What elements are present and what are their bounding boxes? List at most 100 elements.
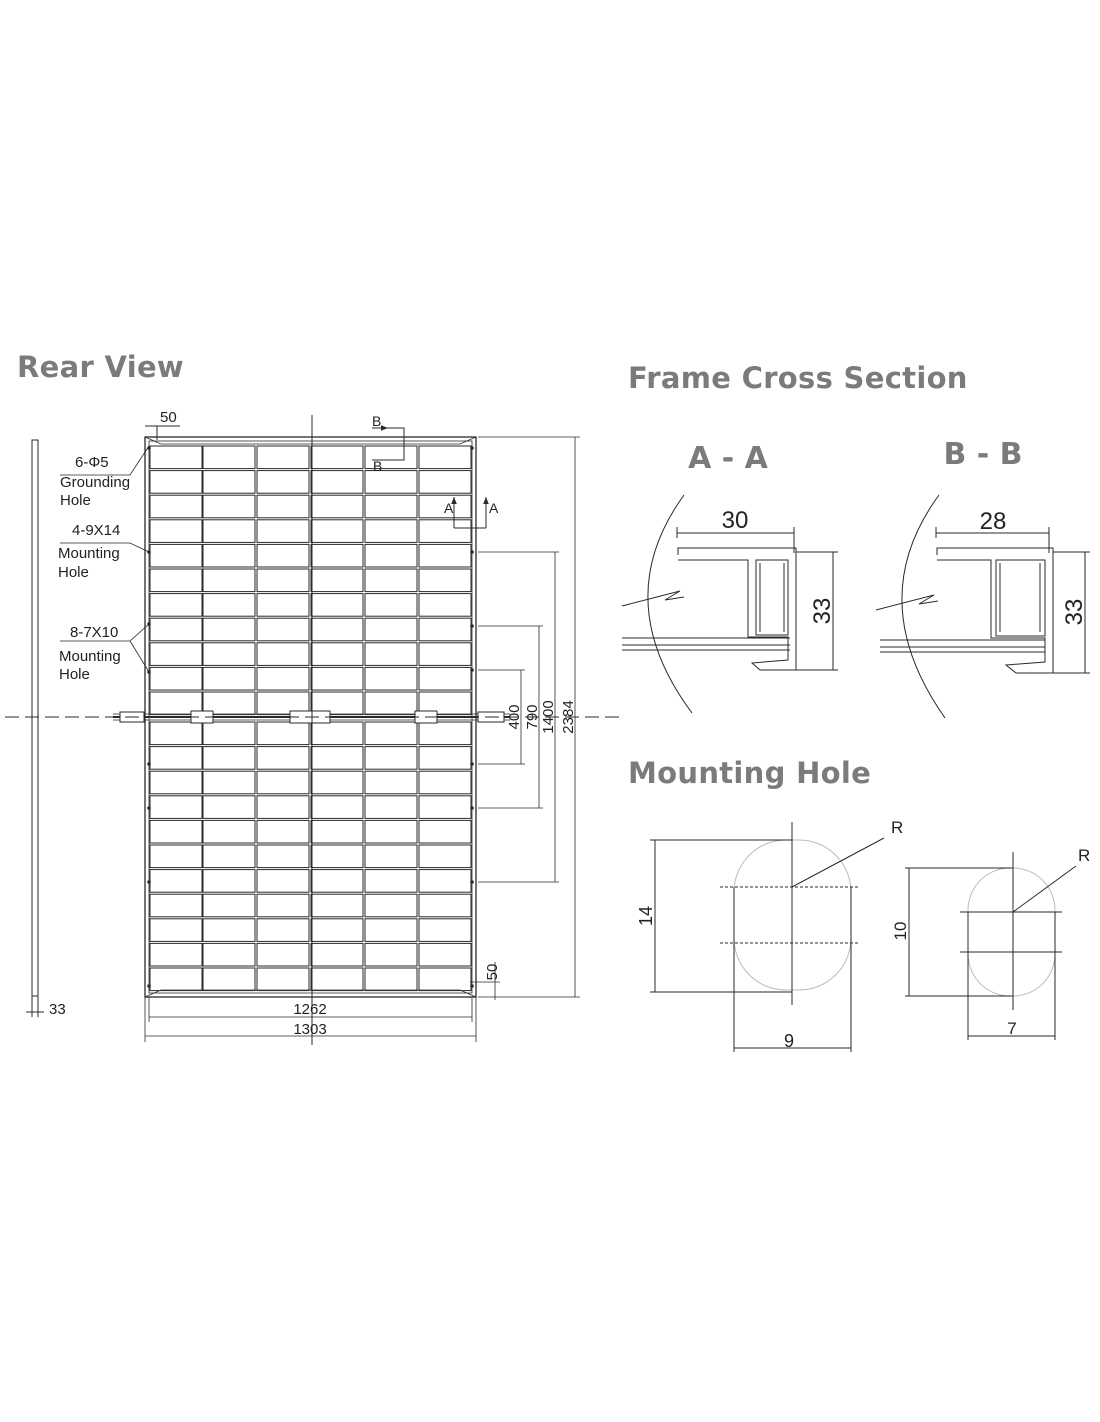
solar-cell [256,666,310,691]
solar-cell [310,869,364,893]
frame-hole [147,762,151,766]
solar-cell [418,666,472,691]
solar-cell [256,568,310,593]
outer-width-label: 1303 [293,1021,326,1038]
frame-section-aa: A - A 30 33 [621,441,838,714]
mounting-hole-b-spec: 8-7X10 [70,624,118,641]
frame-hole [470,880,474,884]
solar-cell [418,918,472,942]
solar-cell [202,819,256,844]
solar-cell [202,593,256,617]
top-offset-label: 50 [160,409,177,426]
bottom-offset-label: 50 [484,964,501,981]
solar-cell [256,819,310,844]
solar-cell [364,893,418,918]
solar-cell [149,445,203,470]
solar-cell [418,746,472,770]
grounding-hole-label-2: Hole [60,492,91,509]
hole-9x14-height: 14 [636,906,656,926]
frame-hole [147,984,151,988]
hole-7x10-height: 10 [891,922,910,941]
solar-cell [418,691,472,716]
solar-cell [149,519,203,543]
solar-cell [310,819,364,844]
solar-cell [256,893,310,918]
solar-cell [310,844,364,869]
solar-cell [364,942,418,967]
solar-cell [256,918,310,942]
solar-cell [364,691,418,716]
solar-cell [256,494,310,519]
solar-cell [149,568,203,593]
solar-cell [202,445,256,470]
solar-cell [202,967,256,992]
hole-9x14-width: 9 [784,1031,794,1051]
section-bb-title: B - B [943,437,1022,472]
width-dimensions [144,997,477,1042]
frame-hole [147,806,151,810]
solar-cell [364,819,418,844]
solar-cell [364,844,418,869]
mounting-hole-heading: Mounting Hole [628,756,872,790]
solar-cell [149,543,203,568]
section-aa-height: 33 [809,598,836,625]
solar-cell [202,470,256,494]
solar-cell [149,967,203,992]
solar-cell [310,893,364,918]
solar-cell [202,666,256,691]
solar-cell [202,519,256,543]
solar-cell [202,869,256,893]
solar-cell [418,770,472,795]
rear-view-labels: 50 33 6-Φ5 Grounding Hole 4-9X14 Mountin… [49,409,577,1038]
solar-cell [418,543,472,568]
frame-hole [470,668,474,672]
solar-cell [364,795,418,819]
frame-hole [470,446,474,450]
solar-cell [149,642,203,666]
mounting-hole-b-label-1: Mounting [59,648,121,665]
solar-cell [149,942,203,967]
solar-cell [202,543,256,568]
solar-cell [310,918,364,942]
solar-cell [149,770,203,795]
solar-cell [202,844,256,869]
solar-cell [418,494,472,519]
rear-view-heading: Rear View [17,350,185,384]
solar-cell [418,893,472,918]
side-profile [26,439,44,1017]
solar-cell [364,770,418,795]
solar-cell [364,494,418,519]
solar-cell [149,844,203,869]
hole-7x10-width: 7 [1007,1019,1016,1038]
solar-cell [364,746,418,770]
section-a-marker [451,497,489,529]
solar-cell [310,494,364,519]
solar-cell [202,795,256,819]
solar-cell [310,746,364,770]
solar-cell [202,770,256,795]
solar-cell [149,869,203,893]
solar-cell [364,543,418,568]
section-a-label-left: A [444,500,454,516]
solar-cell [310,617,364,642]
solar-cell [149,746,203,770]
solar-cell [149,470,203,494]
frame-hole [470,550,474,554]
section-b-marker [372,425,405,461]
solar-cell [418,869,472,893]
solar-cell [418,942,472,967]
mounting-hole-a-label-2: Hole [58,564,89,581]
hole-7x10-radius: R [1078,846,1090,865]
solar-cell [202,642,256,666]
solar-cell [418,568,472,593]
solar-cell [202,721,256,746]
solar-cell [149,617,203,642]
solar-cell [149,666,203,691]
solar-cell [364,918,418,942]
solar-cell [256,519,310,543]
solar-cell [149,494,203,519]
solar-cell [364,617,418,642]
solar-cell [418,445,472,470]
solar-cell [364,967,418,992]
solar-cell [418,844,472,869]
